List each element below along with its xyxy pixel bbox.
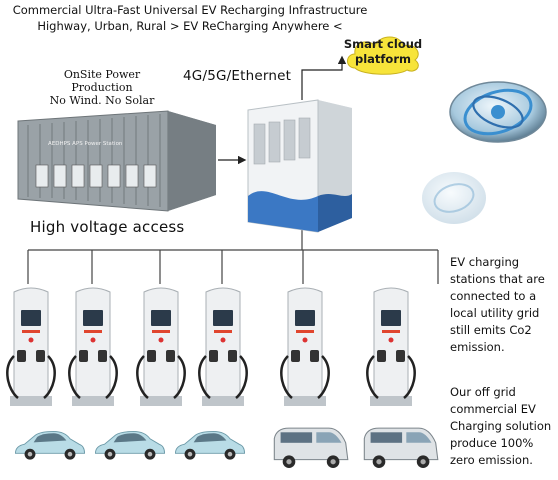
note1-line: EV charging <box>450 255 520 269</box>
ev-charger <box>366 287 416 406</box>
page-title: Commercial Ultra-Fast Universal EV Recha… <box>12 3 368 17</box>
note1-line: still emits Co2 <box>450 323 532 337</box>
charger-screen <box>83 310 103 326</box>
charger-plug <box>291 350 300 362</box>
note2-line: commercial EV <box>450 402 536 416</box>
ev-charger <box>198 287 248 406</box>
charger-plug <box>396 350 405 362</box>
brand-logo-orb <box>449 81 547 143</box>
charger-plug <box>209 350 218 362</box>
note2-line: Charging solution <box>450 419 552 433</box>
charging-station-cabinet <box>247 99 352 233</box>
charger-screen <box>381 310 401 326</box>
ev-charger <box>6 287 56 406</box>
charger-plug <box>228 350 237 362</box>
charger-screen <box>213 310 233 326</box>
charger-plug <box>17 350 26 362</box>
charger-screen <box>295 310 315 326</box>
note1-line: stations that are <box>450 272 545 286</box>
charger-plug <box>36 350 45 362</box>
cloud-label-1: Smart cloud <box>343 37 423 51</box>
sedan-icon <box>174 430 246 460</box>
note1-line: local utility grid <box>450 306 540 320</box>
charger-plug <box>79 350 88 362</box>
power-container: AEDHPS APS Power Station <box>17 110 216 212</box>
power-production-label: OnSite Power Production No Wind. No Sola… <box>38 68 166 107</box>
van-icon <box>273 427 349 468</box>
sedan-icon <box>94 430 166 460</box>
power-line-1: OnSite Power Production <box>63 68 141 94</box>
charger-plug <box>310 350 319 362</box>
van-icon <box>363 427 439 468</box>
charger-plug <box>98 350 107 362</box>
cloud-arrow <box>301 55 347 100</box>
page-subtitle: Highway, Urban, Rural > EV ReCharging An… <box>37 19 343 33</box>
off-grid-note: Our off grid commercial EV Charging solu… <box>450 384 558 469</box>
note1-line: emission. <box>450 340 505 354</box>
container-label: AEDHPS APS Power Station <box>48 141 123 147</box>
note1-line: connected to a <box>450 289 537 303</box>
charger-screen <box>151 310 171 326</box>
note2-line: produce 100% <box>450 436 534 450</box>
grid-emission-note: EV charging stations that are connected … <box>450 254 558 356</box>
note2-line: Our off grid <box>450 385 516 399</box>
ev-charger <box>280 287 330 406</box>
smart-cloud-platform: Smart cloud platform <box>343 28 423 76</box>
cloud-label-2: platform <box>355 52 411 66</box>
charger-plug <box>147 350 156 362</box>
network-label: 4G/5G/Ethernet <box>183 68 292 84</box>
charger-plug <box>377 350 386 362</box>
power-line-2: No Wind. No Solar <box>49 94 155 107</box>
charger-screen <box>21 310 41 326</box>
brand-logo-orb-reflection <box>422 172 486 224</box>
ev-charger <box>136 287 186 406</box>
ev-charger <box>68 287 118 406</box>
cloud-icon <box>347 36 419 75</box>
sedan-icon <box>14 430 86 460</box>
high-voltage-label: High voltage access <box>30 218 185 236</box>
charger-plug <box>166 350 175 362</box>
note2-line: zero emission. <box>450 453 533 467</box>
